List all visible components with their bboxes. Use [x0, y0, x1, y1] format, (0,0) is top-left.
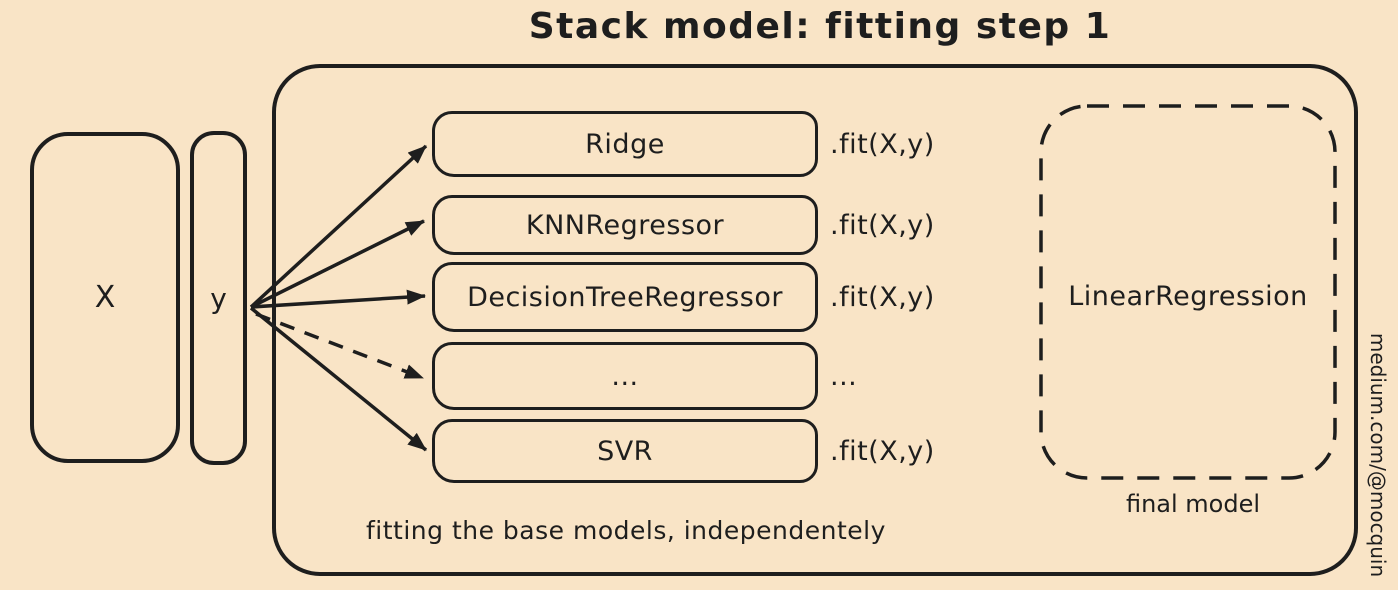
fit-call-knnregressor: .fit(X,y): [830, 209, 935, 241]
fit-call-svr: .fit(X,y): [830, 435, 935, 467]
base-model-label: Ridge: [585, 128, 665, 160]
base-model-box-decisiontreeregressor: DecisionTreeRegressor: [432, 262, 818, 332]
y-data-label: y: [210, 281, 227, 315]
base-model-label: KNNRegressor: [525, 209, 725, 241]
base-model-label: DecisionTreeRegressor: [467, 281, 783, 313]
diagram-title: Stack model: fitting step 1: [528, 6, 1112, 47]
x-data-label: X: [94, 280, 116, 315]
y-data-box: y: [190, 131, 247, 465]
base-models-caption: fitting the base models, independentely: [366, 516, 886, 545]
watermark-credit: medium.com/@mocquin: [1366, 332, 1390, 578]
final-model-name: LinearRegression: [1068, 280, 1308, 312]
x-data-box: X: [30, 132, 180, 463]
fit-call-ridge: .fit(X,y): [830, 128, 935, 160]
base-model-box-svr: SVR: [432, 419, 818, 483]
fit-call-decisiontreeregressor: .fit(X,y): [830, 281, 935, 313]
base-model-box-knnregressor: KNNRegressor: [432, 195, 818, 255]
base-model-box-ridge: Ridge: [432, 111, 818, 177]
base-model-label: ...: [611, 360, 639, 392]
base-model-box-ellipsis: ...: [432, 342, 818, 410]
base-model-label: SVR: [597, 435, 653, 467]
fit-call-ellipsis: ...: [830, 360, 858, 392]
final-model-caption: final model: [1125, 490, 1261, 518]
